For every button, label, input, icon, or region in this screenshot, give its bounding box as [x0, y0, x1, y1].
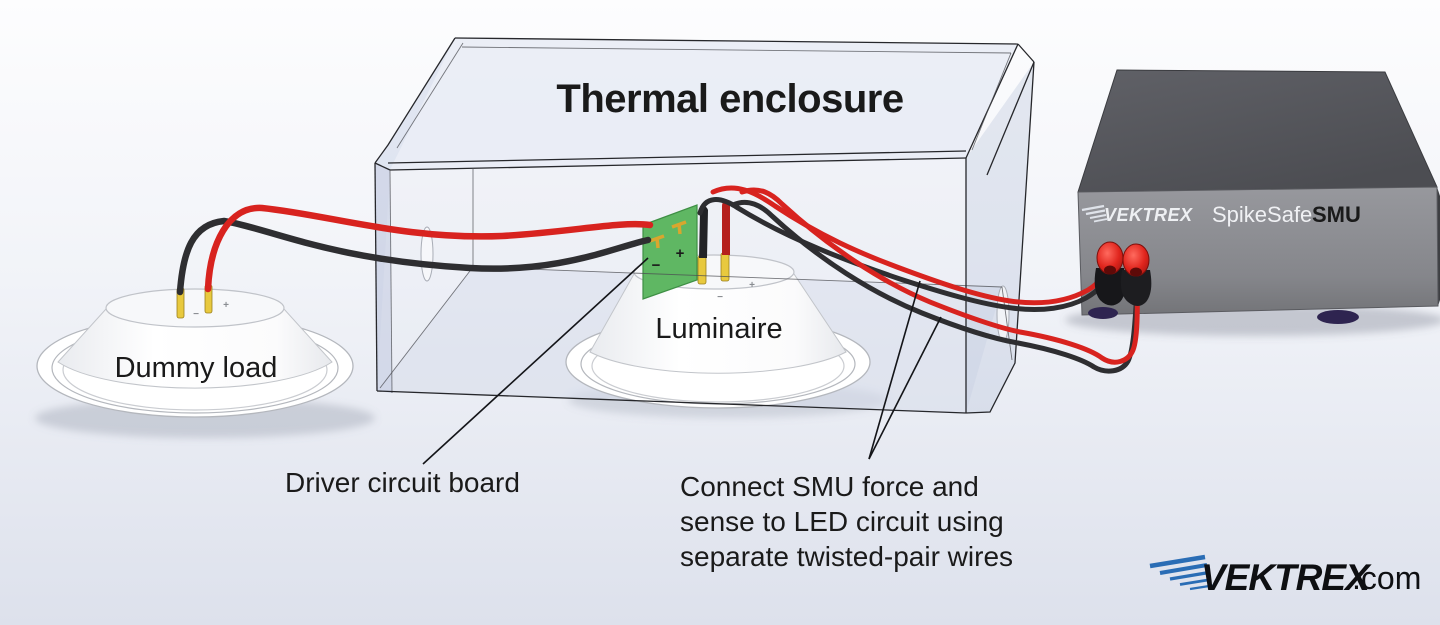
dummy-load-label: Dummy load: [115, 352, 278, 384]
dummy-polarity-plus: +: [223, 300, 229, 311]
luminaire-polarity-plus: +: [749, 280, 755, 291]
luminaire: − + Luminaire + −: [565, 200, 871, 409]
driver-circuit-board: + −: [642, 204, 698, 300]
vektrex-swoosh-icon: [1149, 554, 1213, 591]
leader-lines: [422, 257, 942, 465]
connector-plug-right-bore: [1130, 267, 1142, 277]
connector-plug-left-bore: [1104, 265, 1116, 275]
enclosure-title: Thermal enclosure: [556, 77, 903, 121]
enclosure-top-face: [390, 38, 1018, 170]
annotation-driver-board: Driver circuit board: [285, 467, 520, 498]
connect-smu-leader-line-2: [868, 316, 942, 460]
luminaire-label: Luminaire: [655, 313, 782, 345]
force-wire-black: [730, 199, 1140, 374]
annotation-connect-smu-line2: sense to LED circuit using: [680, 506, 1004, 537]
dummy-load-wire-pair: [176, 204, 654, 296]
dummy-wire-black: [176, 217, 652, 296]
dummy-wire-red: [204, 204, 654, 293]
annotation-connect-smu-line3: separate twisted-pair wires: [680, 541, 1013, 572]
force-wire-red: [739, 187, 1140, 365]
spikesafe-smu: VEKTREX SpikeSafe SMU: [1077, 69, 1440, 324]
black-wire-sleeve: [699, 206, 708, 258]
smu-product-label: SpikeSafe: [1212, 202, 1312, 227]
annotation-connect-smu: Connect SMU force and sense to LED circu…: [680, 471, 1013, 572]
pcb-board: [642, 204, 698, 300]
connector-base-right: [1120, 270, 1152, 306]
smu-brand-swoosh-icon: [1081, 204, 1108, 223]
sense-wire-red: [710, 185, 1111, 306]
pcb-minus-mark: −: [652, 257, 661, 274]
smu-foot-right: [1317, 310, 1359, 324]
luminaire-pin-negative: [697, 255, 707, 285]
connect-smu-leader-line-1: [868, 280, 921, 460]
pcb-terminal-pads: [649, 220, 687, 249]
force-wire-pair: [730, 187, 1140, 374]
connector-base-left: [1094, 268, 1126, 306]
driver-board-leader-line: [422, 257, 649, 465]
footer-logo: VEKTREX .com: [1149, 554, 1421, 598]
smu-top-face: [1077, 69, 1438, 193]
smu-product-suffix-label: SMU: [1312, 202, 1361, 227]
smu-front-face: [1077, 186, 1439, 316]
dummy-load-top: [105, 288, 285, 328]
luminaire-polarity-minus: −: [717, 292, 723, 303]
sense-wire-black: [697, 197, 1110, 313]
red-wire-sleeve: [722, 200, 730, 255]
smu-foot-left: [1088, 307, 1118, 319]
footer-suffix-label: .com: [1352, 560, 1421, 596]
annotation-connect-smu-line1: Connect SMU force and: [680, 471, 979, 502]
footer-brand-label: VEKTREX: [1201, 557, 1372, 598]
dummy-load: − + Dummy load: [36, 284, 354, 418]
luminaire-cone: [589, 273, 847, 374]
smu-brand-label: VEKTREX: [1104, 205, 1193, 225]
sense-wire-pair: [697, 185, 1111, 313]
dummy-load-cone: [57, 308, 333, 389]
enclosure-left-wall: [375, 163, 392, 393]
pcb-plus-mark: +: [676, 245, 685, 262]
dummy-polarity-minus: −: [193, 309, 199, 320]
smu-output-connectors: [1094, 241, 1152, 306]
enclosure-outline: [374, 37, 1035, 414]
